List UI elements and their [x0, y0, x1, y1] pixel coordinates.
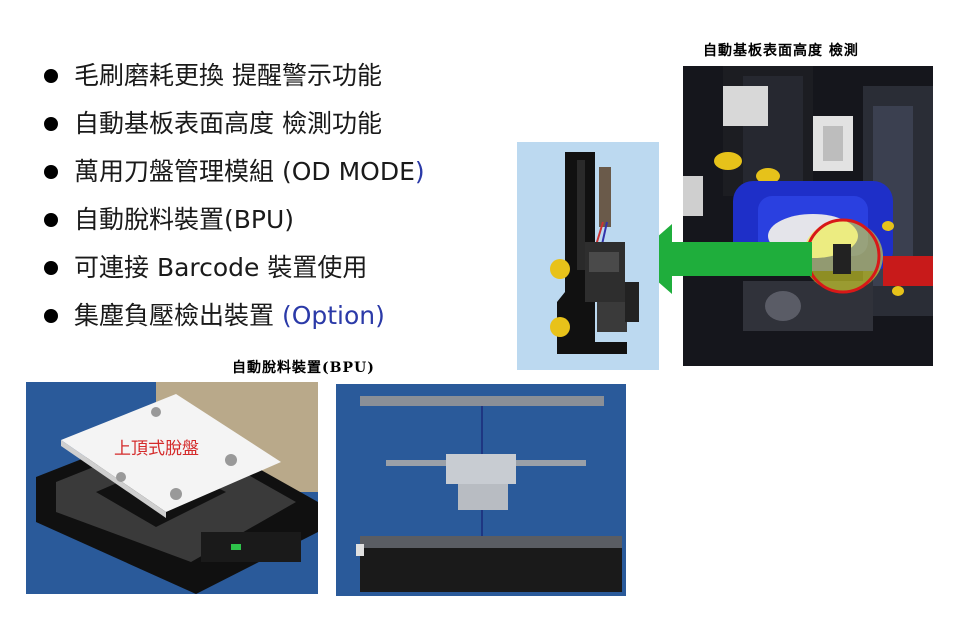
feature-text: 自動基板表面高度 檢測功能 — [74, 109, 382, 138]
bullet-icon — [44, 117, 58, 131]
height-sensor-detail-image — [517, 142, 659, 370]
top-ejector-tray-image: 上頂式脫盤 — [26, 382, 318, 594]
tray-label: 上頂式脫盤 — [114, 439, 199, 459]
feature-text-suffix: ) — [414, 157, 425, 186]
bullet-icon — [44, 213, 58, 227]
feature-item: 毛刷磨耗更換 提醒警示功能 — [44, 56, 425, 104]
feature-item: 自動基板表面高度 檢測功能 — [44, 104, 425, 152]
bpu-unit-image — [336, 384, 626, 596]
bullet-icon — [44, 261, 58, 275]
feature-text-suffix: (Option) — [281, 301, 385, 330]
feature-text: 毛刷磨耗更換 提醒警示功能 — [74, 61, 382, 90]
bpu-caption: 自動脫料裝置(BPU) — [232, 360, 375, 376]
feature-item: 自動脫料裝置(BPU) — [44, 200, 425, 248]
feature-list: 毛刷磨耗更換 提醒警示功能 自動基板表面高度 檢測功能 萬用刀盤管理模組 (OD… — [44, 56, 425, 344]
feature-text: 可連接 Barcode 裝置使用 — [74, 253, 368, 282]
bullet-icon — [44, 165, 58, 179]
feature-item: 集塵負壓檢出裝置 (Option) — [44, 296, 425, 344]
height-sensor-machine-image — [683, 66, 933, 366]
arrow-icon — [632, 224, 812, 294]
feature-text: 自動脫料裝置(BPU) — [74, 205, 295, 234]
height-detection-caption: 自動基板表面高度 檢測 — [703, 43, 859, 59]
feature-item: 萬用刀盤管理模組 (OD MODE) — [44, 152, 425, 200]
bullet-icon — [44, 69, 58, 83]
feature-text: 萬用刀盤管理模組 (OD MODE — [74, 157, 415, 186]
bullet-icon — [44, 309, 58, 323]
feature-text: 集塵負壓檢出裝置 — [74, 301, 282, 330]
feature-item: 可連接 Barcode 裝置使用 — [44, 248, 425, 296]
